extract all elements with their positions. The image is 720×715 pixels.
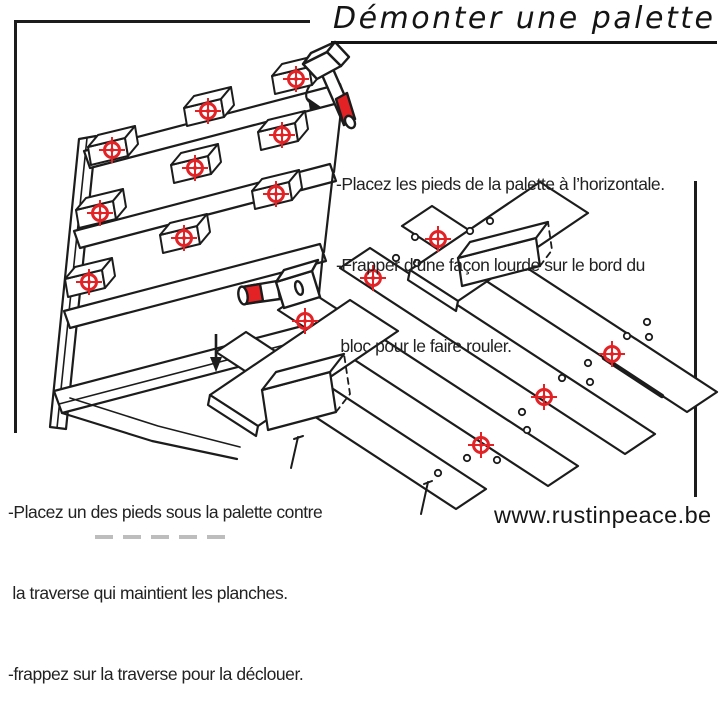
- page-title: Démonter une palette: [331, 0, 718, 44]
- nail-target-icon: [425, 226, 451, 252]
- nail-hole: [644, 332, 654, 342]
- pallet-block-face: [112, 188, 127, 220]
- instruction-line: -frappez sur la traverse pour la décloue…: [8, 664, 304, 684]
- hammer-icon: [301, 40, 357, 130]
- nail-hole: [585, 377, 595, 387]
- flat-pallet-drawing: [206, 180, 719, 515]
- nail-hole: [583, 358, 593, 368]
- nail-target-icon: [263, 181, 289, 207]
- nail-target-icon: [182, 155, 208, 181]
- instruction-line: -Frapper d’une façon lourde sur le bord …: [336, 255, 645, 275]
- nail-targets-flat: [292, 226, 625, 458]
- loose-nails: [290, 435, 433, 515]
- nail-target-icon: [360, 265, 386, 291]
- nail-target-icon: [195, 98, 221, 124]
- instruction-step-2: -Placez un des pieds sous la palette con…: [8, 445, 323, 715]
- website-url: www.rustinpeace.be: [494, 502, 712, 528]
- instruction-line: -Placez les pieds de la palette à l’hori…: [336, 174, 665, 194]
- instruction-poster: Démonter une palette -Placez les pieds d…: [8, 0, 719, 684]
- nail-target-icon: [76, 269, 102, 295]
- nail-target-icon: [292, 308, 318, 334]
- mallet-icon: [237, 258, 322, 310]
- nail-target-icon: [468, 432, 494, 458]
- nail-hole: [462, 453, 472, 463]
- nail-hole: [410, 232, 420, 242]
- nail-target-icon: [87, 200, 113, 226]
- instruction-line: -Placez un des pieds sous la palette con…: [8, 502, 323, 522]
- nail-hole: [465, 226, 475, 236]
- down-arrow-icon: [210, 334, 222, 372]
- nail-hole: [557, 373, 567, 383]
- nail-targets-upright: [76, 66, 309, 295]
- nail-hole: [522, 425, 532, 435]
- nail-target-icon: [283, 66, 309, 92]
- nail-target-icon: [599, 341, 625, 367]
- rotation-arrow-icon: [305, 84, 321, 111]
- frame-border: [14, 20, 697, 497]
- nail-hole: [642, 317, 652, 327]
- pallet-block-face: [124, 125, 139, 157]
- nail-hole: [517, 407, 527, 417]
- nail-target-icon: [99, 137, 125, 163]
- pallet-block-face: [101, 257, 116, 289]
- nail-hole: [492, 455, 502, 465]
- nail-hole: [485, 216, 495, 226]
- pallet-block-face: [288, 169, 303, 201]
- instruction-diagram: [14, 20, 719, 539]
- nail-hole: [391, 253, 401, 263]
- nail-hole: [433, 468, 443, 478]
- pallet-block-face: [207, 143, 222, 175]
- instruction-step-1: -Placez les pieds de la palette à l’hori…: [336, 117, 665, 387]
- instruction-line: bloc pour le faire rouler.: [336, 336, 512, 356]
- nail-target-icon: [269, 122, 295, 148]
- instruction-line: la traverse qui maintient les planches.: [8, 583, 288, 603]
- nail-target-icon: [171, 225, 197, 251]
- nail-hole: [412, 258, 422, 268]
- pallet-block-face: [196, 213, 211, 245]
- bottom-edge-marks: [95, 535, 225, 539]
- nail-holes: [391, 216, 654, 478]
- pallet-block-face: [220, 86, 235, 118]
- pallet-block-face: [294, 110, 309, 142]
- nail-target-icon: [531, 384, 557, 410]
- nail-hole: [622, 331, 632, 341]
